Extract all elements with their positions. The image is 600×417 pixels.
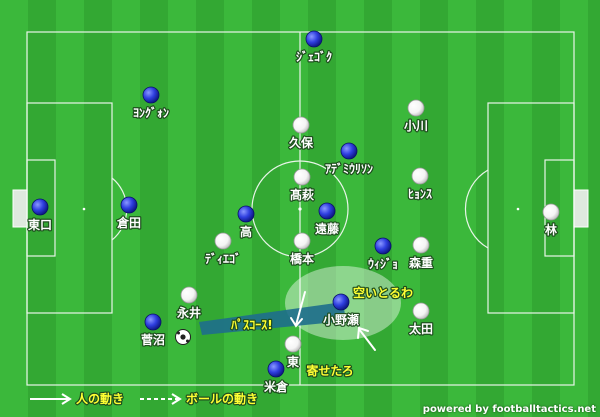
player-name: 橋本 — [290, 251, 314, 266]
legend-dashed-arrowhead — [171, 393, 182, 405]
blue-player-10[interactable]: 菅沼 — [140, 313, 166, 348]
player-marker — [411, 167, 429, 185]
white-player-4[interactable]: 髙萩 — [289, 168, 315, 203]
blue-player-11[interactable]: 米倉 — [263, 360, 290, 395]
player-name: 太田 — [409, 321, 433, 336]
player-marker — [407, 99, 425, 117]
right-penalty-box — [487, 102, 575, 314]
right-penalty-spot — [516, 207, 520, 211]
player-name: 菅沼 — [141, 332, 165, 347]
left-goal — [12, 189, 28, 228]
player-marker — [120, 196, 138, 214]
white-player-6[interactable]: ﾃﾞｨｴｺﾞ — [204, 232, 242, 267]
player-name: ｼﾞｪｺﾞｸ — [296, 49, 332, 64]
player-name: ｳｨｼﾞｮ — [368, 256, 398, 271]
annotation-arrows — [290, 291, 376, 351]
player-marker — [292, 116, 310, 134]
move-arrow-up-head — [357, 326, 369, 339]
annotation-pass-course: ﾊﾟｽｺｰｽ! — [230, 317, 272, 332]
player-name: 高 — [240, 224, 252, 239]
blue-player-8[interactable]: ｳｨｼﾞｮ — [367, 237, 399, 272]
player-name: 久保 — [289, 135, 314, 150]
pass-lane — [199, 302, 346, 335]
white-player-3[interactable]: ﾋｮﾝｽ — [407, 167, 433, 202]
player-marker — [214, 232, 232, 250]
white-player-7[interactable]: 橋本 — [289, 232, 315, 267]
legend-ball-move: ボールの動き — [186, 391, 258, 406]
player-name: 髙萩 — [290, 187, 314, 202]
white-player-2[interactable]: 久保 — [288, 116, 315, 151]
white-player-10[interactable]: 太田 — [408, 302, 434, 337]
player-marker — [305, 30, 323, 48]
legend-solid-arrowhead — [61, 393, 72, 405]
player-name: 東口 — [28, 217, 52, 232]
annotation-pull-in: 寄せたろ — [306, 363, 353, 378]
player-name: ﾋｮﾝｽ — [408, 187, 432, 201]
player-marker — [542, 203, 560, 221]
blue-player-2[interactable]: ﾖﾝｸﾞｫﾝ — [132, 86, 170, 121]
ball-patch — [180, 334, 186, 340]
player-name: ﾃﾞｨｴｺﾞ — [205, 251, 241, 266]
blue-player-4[interactable]: 東口 — [27, 198, 53, 233]
player-marker — [318, 202, 336, 220]
ball[interactable] — [175, 329, 191, 345]
center-spot — [298, 207, 302, 211]
blue-player-7[interactable]: 遠藤 — [314, 202, 341, 237]
player-marker — [144, 313, 162, 331]
left-penalty-spot — [82, 207, 86, 211]
ball-patch-2 — [177, 331, 180, 335]
white-player-8[interactable]: 森重 — [408, 236, 434, 271]
player-marker — [293, 232, 311, 250]
player-name: 小野瀬 — [323, 312, 359, 327]
player-name: ｱﾃﾞﾐｳﾘｿﾝ — [325, 161, 373, 176]
player-marker — [142, 86, 160, 104]
white-player-11[interactable]: 東 — [284, 335, 302, 370]
credit-text: powered by footballtactics.net — [422, 404, 596, 415]
move-arrow-down — [295, 291, 306, 326]
right-penalty-arc — [464, 169, 489, 249]
legend-person-move: 人の動き — [76, 391, 124, 406]
blue-player-1[interactable]: ｼﾞｪｺﾞｸ — [295, 30, 333, 65]
player-marker — [31, 198, 49, 216]
legend: 人の動き ボールの動き — [30, 390, 259, 407]
player-name: 小川 — [404, 118, 428, 133]
blue-player-5[interactable]: 倉田 — [115, 196, 142, 231]
move-arrow-down-head — [290, 317, 303, 328]
player-marker — [180, 286, 198, 304]
ball-patch-3 — [186, 339, 189, 343]
player-marker — [267, 360, 285, 378]
player-marker — [332, 293, 350, 311]
player-name: 東 — [287, 354, 299, 369]
player-marker — [340, 142, 358, 160]
player-marker — [412, 236, 430, 254]
player-marker — [293, 168, 311, 186]
move-arrow-up — [358, 328, 376, 351]
player-name: ﾖﾝｸﾞｫﾝ — [133, 105, 169, 120]
player-name: 森重 — [409, 255, 433, 270]
white-player-9[interactable]: 永井 — [175, 286, 202, 321]
player-marker — [374, 237, 392, 255]
blue-player-6[interactable]: 高 — [237, 205, 255, 240]
player-marker — [284, 335, 302, 353]
right-goal — [573, 189, 589, 228]
player-marker — [237, 205, 255, 223]
blue-player-3[interactable]: ｱﾃﾞﾐｳﾘｿﾝ — [324, 142, 374, 177]
white-player-5[interactable]: 林 — [542, 203, 560, 238]
player-name: 米倉 — [264, 379, 289, 394]
player-marker — [412, 302, 430, 320]
player-name: 林 — [545, 222, 557, 237]
player-name: 遠藤 — [315, 221, 340, 236]
blue-player-9[interactable]: 小野瀬 — [322, 293, 360, 328]
player-name: 永井 — [176, 305, 201, 320]
player-name: 倉田 — [116, 215, 141, 230]
white-player-1[interactable]: 小川 — [403, 99, 429, 134]
annotation-space: 空いとるわ — [353, 285, 413, 300]
